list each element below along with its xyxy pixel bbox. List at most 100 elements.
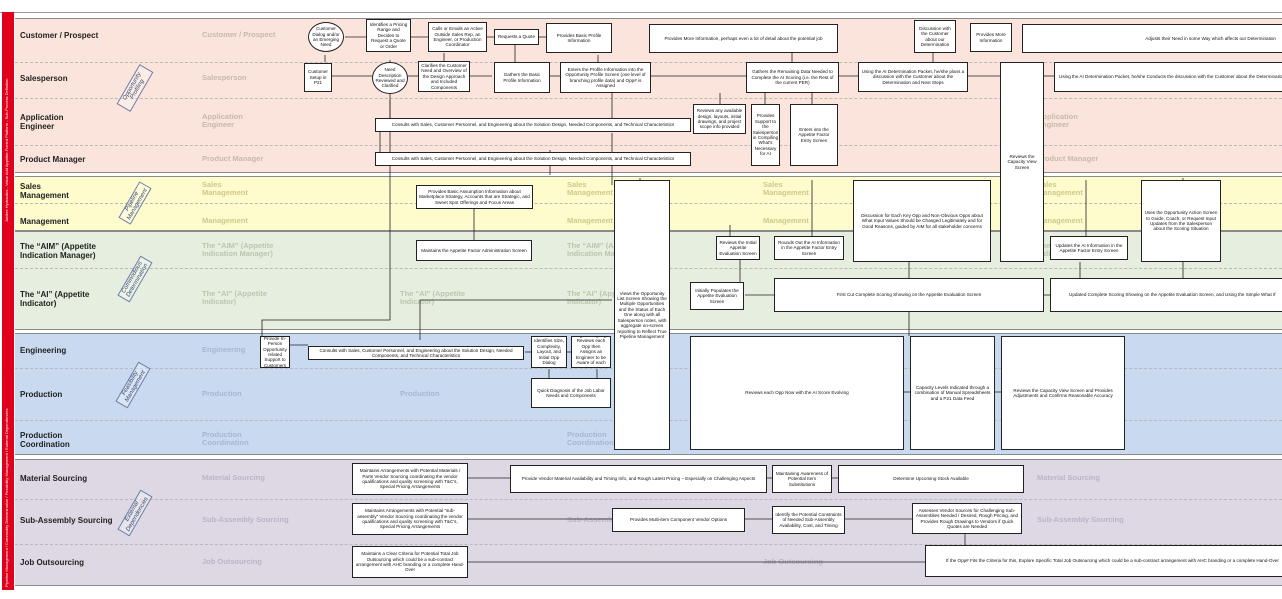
ghost-label: Management [763,216,809,225]
step-views-opportunity-list: Views the Opportunity List Screen Showin… [614,180,670,450]
left-title-strip: Jubilee Hydraulics - Value Add Appetite-… [2,12,14,590]
step-multi-item-vendor-options: Provides Multi-item Component Vendor Opt… [612,508,745,532]
step-product-mgr-consults: Consults with Sales, Customer Personnel,… [375,152,691,166]
step-eng-consults: Consults with Sales, Customer Personnel,… [308,346,524,360]
lane-label-engineering: Engineering [20,346,67,355]
lane-label-customer: Customer / Prospect [20,31,99,40]
step-reviews-each-opp: Reviews each Opp Now with the AI Score E… [690,336,904,450]
lane-label-app-engineer: Application Engineer [20,113,64,131]
ghost-label: The “AI” (Appetite Indicator) [400,289,465,306]
step-capacity-levels: Capacity Levels Indicated through a comb… [910,336,995,450]
lane-label-salesperson: Salesperson [20,74,68,83]
ghost-label: Management [567,216,613,225]
ghost-label: Product Manager [202,154,264,163]
side-title-bottom: Pipeline Management / Commodity Determin… [4,408,9,587]
ghost-label: Management [202,216,248,225]
step-outsourcing-criteria: Maintains a Clear Criteria for Potential… [352,546,468,578]
step-basic-profile: Provides Basic Profile Information [546,23,612,53]
step-provides-more-info: Provides More Information [970,23,1012,52]
step-customer-dialog: Customer Dialog and/or an Emerging Need [308,22,344,52]
step-requests-quote: Requests a Quote [494,29,539,45]
step-identifies-size: Identifies Size, Complexity, Layout, and… [531,336,567,368]
step-quick-diagnosis: Quick Diagnosis of the Job Labor Needs a… [531,378,611,408]
ghost-label: Production Coordination [202,430,249,447]
step-enters-profile: Enters the Profile Information into the … [560,62,651,93]
ghost-label: The “AIM” (Appetite Indication Manager) [567,241,639,258]
ghost-label: Sales Management [202,180,248,197]
step-identifies-pricing: Identifies a Pricing Range and Decides t… [366,19,411,52]
top-ruler [0,0,1282,13]
ghost-label: Job Outsourcing [763,557,823,566]
step-updated-scoring: Updated Complete Scoring Showing on the … [1050,278,1282,312]
step-customer-setup: Customer Setup in P21 [304,63,332,92]
step-reviews-capacity-adjust: Reviews the Capacity View Screen and Pro… [1001,336,1125,450]
step-calls-or-emails: Calls or Emails an Active Outside Sales … [428,22,487,52]
lane-label-product-manager: Product Manager [20,155,86,164]
step-reviews-initial-appetite: Reviews the Initial Appetite Evaluation … [716,236,760,260]
step-adjusts-need: Adjusts their Need in some Way which aff… [1022,24,1282,53]
lane-label-production: Production [20,390,63,399]
lane-label-production-coordination: Production Coordination [20,431,70,449]
ghost-label: Sub-Assembly Sourcing [567,515,654,524]
step-maintains-subassembly-vendors: Maintains Arrangements with Potential “s… [352,503,468,535]
step-maintains-material-vendors: Maintains Arrangements with Potential Ma… [352,463,468,495]
lane-salesperson [15,62,1282,99]
ghost-label: Product Manager [1037,154,1099,163]
lane-app-engineer [15,98,1282,146]
step-key-opp-discussion: Discussion for Each Key Opp and Non-Obvi… [853,180,991,262]
step-clarifies-need: Clarifies the Customer Need and Overview… [418,61,470,92]
lane-label-sales-management: Sales Management [20,182,69,200]
ghost-label: Production Coordination [567,430,614,447]
step-assesses-vendor-sources: Assesses Vendor Sources for Challenging … [912,503,1022,534]
lane-label-aim: The “AIM” (Appetite Indication Manager) [20,242,96,260]
step-more-info: Provides More Information, perhaps even … [649,24,838,53]
lane-label-ai: The “AI” (Appetite Indicator) [20,290,90,308]
ghost-label: Application Engineer [1037,112,1078,129]
ghost-label: Sub-Assembly Sourcing [202,515,289,524]
lane-label-subassembly-sourcing: Sub-Assembly Sourcing [20,516,113,525]
step-subassembly-constraints: Identify the Potential Constraints of Ne… [772,506,845,534]
step-need-reviewed: Need Description Reviewed and Clarified [372,62,408,94]
step-conducts-discussion: Using the AI Determination Packet, he/sh… [1054,62,1282,92]
lane-material [15,459,1282,500]
step-opportunity-action-screen: Uses the Opportunity Action Screen to Gu… [1141,180,1221,262]
step-enters-appetite-factor: Enters into the Appetite Factor Entry Sc… [790,104,838,166]
step-plans-discussion: Using the AI Determination Packet, he/sh… [858,62,968,92]
ghost-label: Customer / Prospect [202,30,276,39]
ghost-label: Material Sourcing [1037,473,1100,482]
step-app-eng-consults: Consults with Sales, Customer Personnel,… [375,118,691,132]
step-first-cut-scoring: First Cut Complete Scoring Showing on th… [774,278,1044,312]
ghost-label: Production [202,389,242,398]
ghost-label: The “AIM” (Appetite Indication Manager) [202,241,274,258]
step-reviews-capacity-view: Reviews the Capacity View Screen [1000,62,1044,262]
step-reviews-design: Reviews any available design, layouts, i… [693,104,746,134]
step-gathers-remaining: Gathers the Remaining Data Needed to Com… [746,62,839,93]
ghost-label: Engineering [202,345,246,354]
step-explore-outsourcing: If the Opp# Fits the Criteria for this, … [925,545,1282,577]
ghost-label: Material Sourcing [202,473,265,482]
ghost-label: Sales Management [763,180,809,197]
ghost-label: Job Outsourcing [202,557,262,566]
step-rounds-out-ai: Rounds Out the AI Information in the App… [774,236,844,260]
lane-label-job-outsourcing: Job Outsourcing [20,558,84,567]
ghost-label: Salesperson [202,73,247,82]
lane-label-management: Management [20,217,69,226]
step-basic-assumption: Provides Basic Assumption Information ab… [416,185,533,209]
step-updates-ai: Updates the AI Information in the Appeti… [1050,236,1128,260]
ghost-label: Sub-Assembly Sourcing [1037,515,1124,524]
step-gathers-profile: Gathers the Basic Profile Information [494,62,550,93]
step-vendor-material-availability: Provide Vendor Material Availability and… [510,465,767,493]
step-item-substitutions: Maintaining Awareness of Potential Item … [772,465,832,493]
ghost-label: The “AI” (Appetite Indicator) [202,289,267,306]
ghost-label: Management [1037,216,1083,225]
step-maintains-appetite-admin: Maintains the Appetite Factor Administra… [416,240,532,261]
step-customer-discussion: Discussion with the Customer about our D… [914,20,956,53]
step-populates-appetite: Initially Populates the Appetite Evaluat… [690,282,744,310]
ghost-label: Production [400,389,440,398]
side-title-top: Jubilee Hydraulics - Value Add Appetite-… [4,78,9,222]
ghost-label: Sales Management [1037,180,1083,197]
step-upcoming-stock: Determine Upcoming Stock Available [838,465,1024,493]
step-support-salesperson: Provides Support to the Salesperson in C… [751,104,780,166]
lane-label-material-sourcing: Material Sourcing [20,474,88,483]
